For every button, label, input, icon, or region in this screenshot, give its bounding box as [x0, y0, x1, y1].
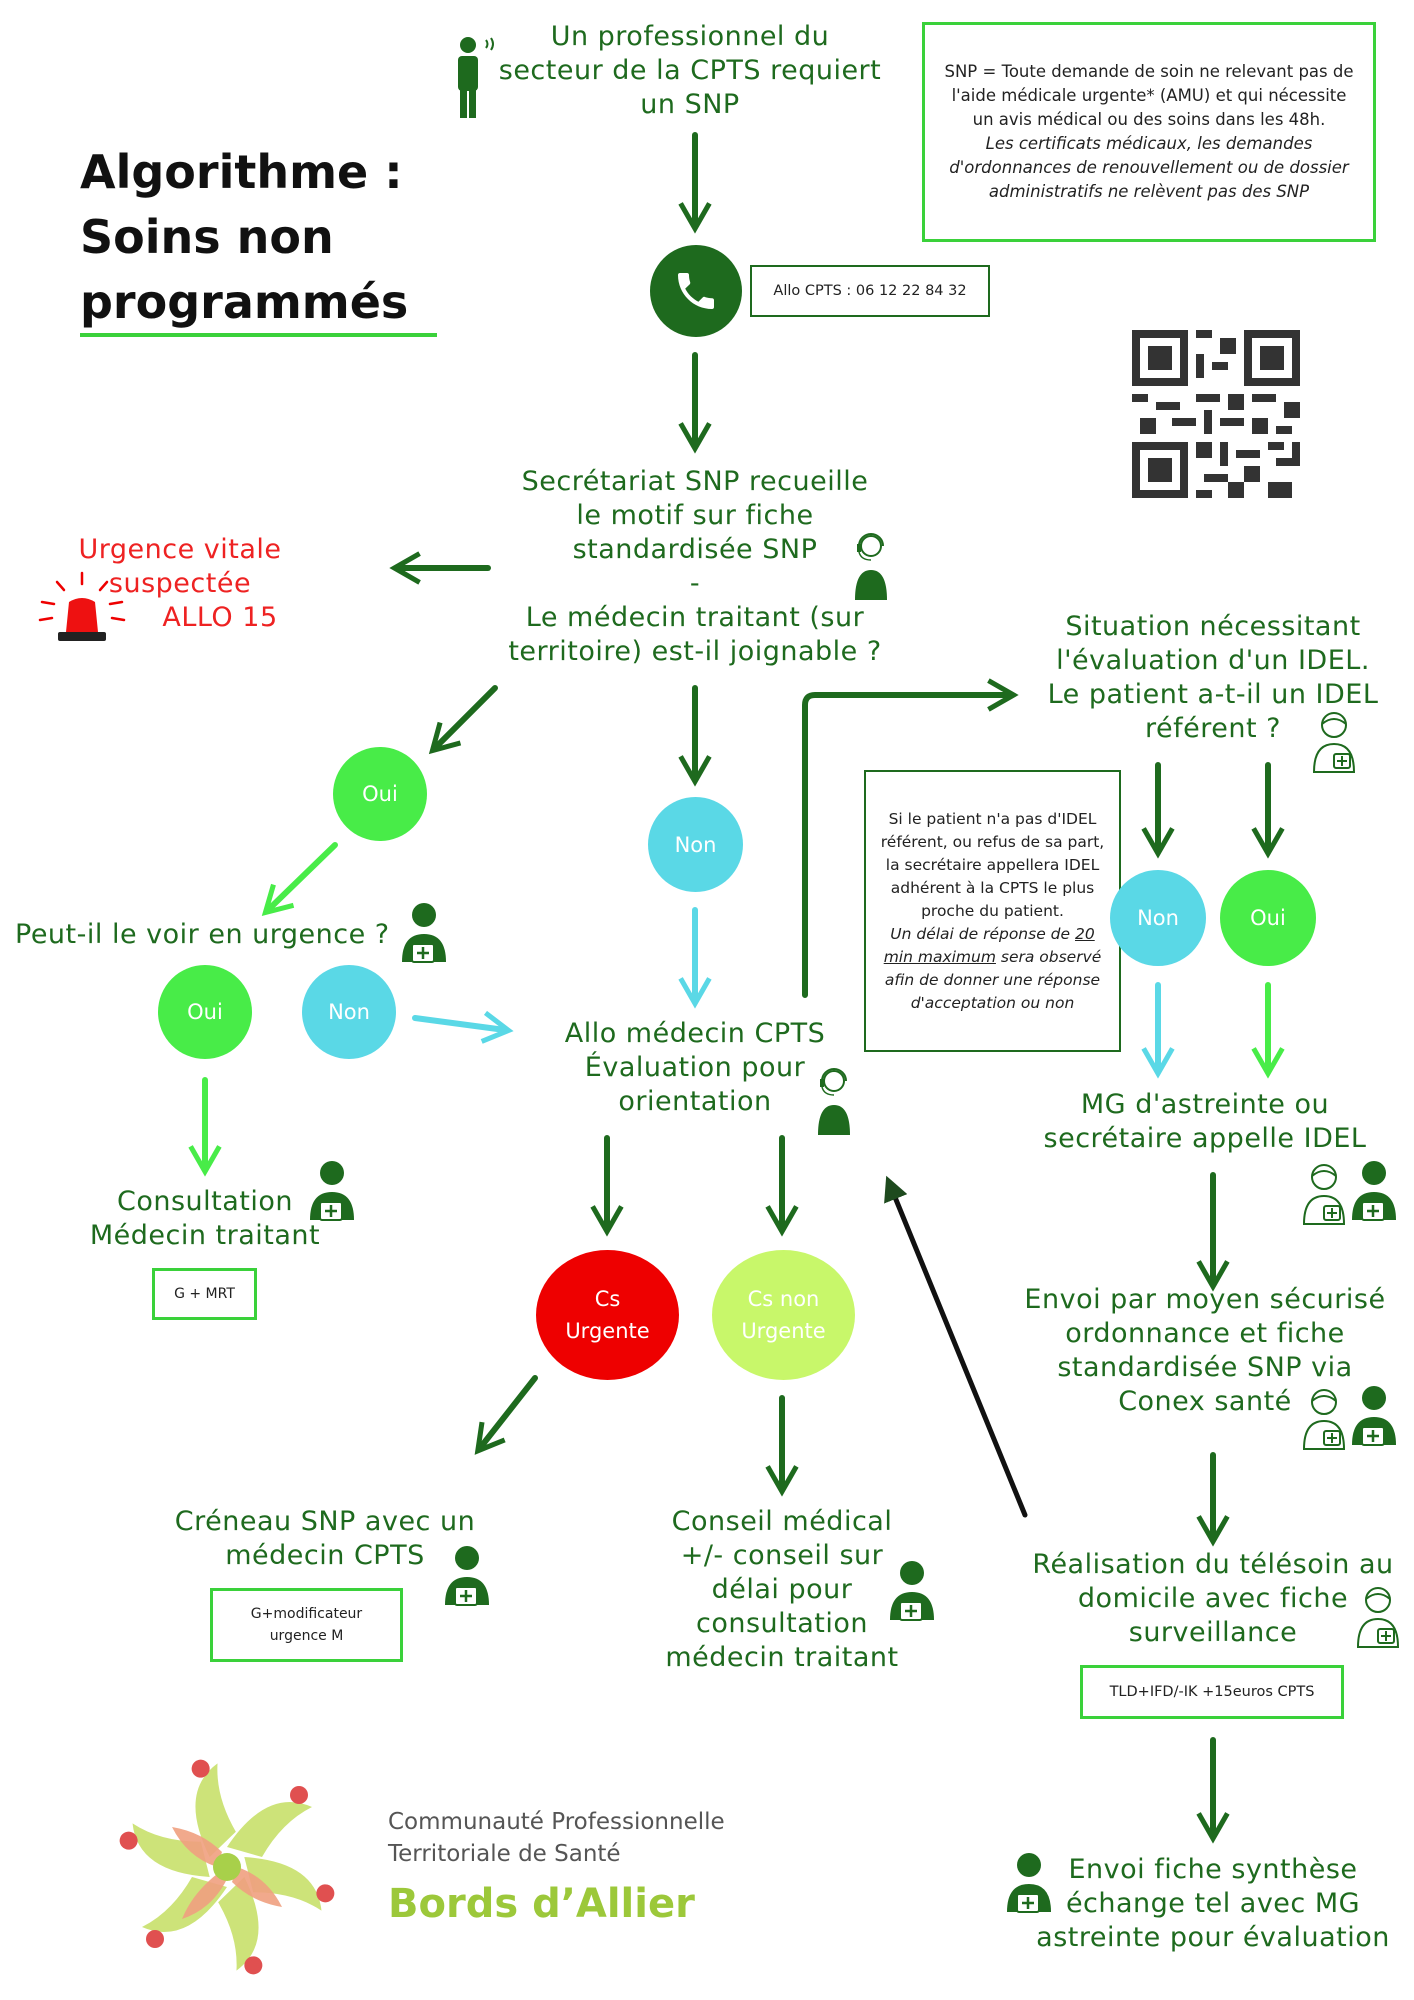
arrow-non2-to-allo	[412, 1010, 514, 1044]
realisation-telesoin: Réalisation du télésoin au domicile avec…	[1032, 1549, 1394, 1648]
creneau-snp: Créneau SNP avec un médecin CPTS	[174, 1506, 476, 1571]
situation-idel: Situation nécessitant l'évaluation d'un …	[1047, 611, 1379, 744]
allo-medecin-cpts: Allo médecin CPTS Évaluation pour orient…	[564, 1018, 826, 1117]
idel-note-italic-a: Un délai de réponse de	[890, 924, 1075, 943]
title-line: programmés	[80, 275, 409, 329]
urgence-line2: ALLO 15	[162, 602, 278, 633]
qr-code-icon[interactable]	[1132, 330, 1300, 498]
conseil-medical: Conseil médical +/- conseil sur délai po…	[665, 1506, 899, 1673]
title-line: Algorithme :	[80, 145, 403, 199]
nurse-icon	[1302, 1164, 1346, 1225]
urgence-line1: Urgence vitale suspectée	[78, 534, 282, 599]
logo-line2: Territoriale de Santé	[388, 1841, 621, 1867]
oui-circle-left-2: Oui	[158, 965, 252, 1059]
code-g-mrt: G + MRT	[152, 1268, 257, 1320]
idel-note-box: Si le patient n'a pas d'IDEL référent, o…	[864, 770, 1121, 1052]
headset-operator-icon	[855, 533, 887, 600]
idel-note-italic-b: sera observé afin de donner une réponse …	[884, 947, 1102, 1012]
doctor-icon	[1007, 1853, 1051, 1913]
idel-note-text: Si le patient n'a pas d'IDEL référent, o…	[880, 809, 1105, 920]
phone-label[interactable]: Allo CPTS : 06 12 22 84 32	[750, 265, 990, 317]
logo-line1: Communauté Professionnelle	[388, 1809, 725, 1835]
phone-icon[interactable]	[650, 245, 742, 337]
arrow-allo-to-situation	[802, 678, 1019, 998]
non-circle-left-2: Non	[302, 965, 396, 1059]
cs-non-urgente-circle: Cs non Urgente	[712, 1250, 855, 1380]
idel-note-italic: Un délai de réponse de 20 min maximum se…	[876, 923, 1109, 1015]
nurse-icon	[1356, 1587, 1400, 1648]
headset-operator-icon	[818, 1068, 850, 1135]
cs-urgente-circle: Cs Urgente	[536, 1250, 679, 1380]
top-step: Un professionnel du secteur de la CPTS r…	[498, 21, 882, 120]
envoi-securise: Envoi par moyen sécurisé ordonnance et f…	[1024, 1284, 1386, 1417]
arrow-realisation-to-allo	[884, 1175, 1028, 1518]
question-voir-urgence: Peut-il le voir en urgence ?	[15, 919, 390, 950]
nurse-icon	[1312, 712, 1356, 773]
definition-box: SNP = Toute demande de soin ne relevant …	[922, 22, 1376, 242]
siren-icon	[38, 571, 126, 641]
arrow-to-oui-left	[428, 685, 498, 755]
logo-line3: Bords d’Allier	[388, 1881, 695, 1927]
code-g-modificateur: G+modificateur urgence M	[210, 1588, 403, 1662]
title-line: Soins non	[80, 210, 334, 264]
oui-circle-right: Oui	[1220, 870, 1316, 966]
consultation-medecin-traitant: Consultation Médecin traitant	[89, 1186, 321, 1251]
mg-astreinte: MG d'astreinte ou secrétaire appelle IDE…	[1043, 1089, 1367, 1154]
nurse-icon	[1302, 1389, 1346, 1450]
doctor-icon	[890, 1561, 934, 1621]
cpts-logo-icon	[115, 1755, 340, 1980]
non-circle-right: Non	[1110, 870, 1206, 966]
standing-person-icon	[458, 37, 494, 118]
secretariat-step: Secrétariat SNP recueille le motif sur f…	[508, 466, 882, 667]
doctor-icon	[1352, 1386, 1396, 1446]
phone-handset-icon	[678, 273, 714, 309]
arrow-to-creneau	[474, 1375, 538, 1455]
urgence-block: Urgence vitale suspectée ALLO 15	[15, 533, 345, 635]
idel-note-italic-u: 20 min maximum	[883, 924, 1095, 966]
code-tld: TLD+IFD/-IK +15euros CPTS	[1080, 1665, 1344, 1719]
logo-text: Communauté Professionnelle Territoriale …	[388, 1806, 725, 1934]
definition-italic: Les certificats médicaux, les demandes d…	[949, 134, 1349, 201]
doctor-icon	[1352, 1161, 1396, 1221]
definition-text: SNP = Toute demande de soin ne relevant …	[944, 62, 1354, 129]
envoi-fiche-synthese: Envoi fiche synthèse échange tel avec MG…	[1036, 1854, 1390, 1953]
doctor-icon	[402, 903, 446, 963]
doctor-icon	[310, 1161, 354, 1221]
doctor-icon	[445, 1546, 489, 1606]
arrow-oui-to-question	[261, 842, 338, 917]
page-title: Algorithme : Soins non programmés	[80, 140, 408, 335]
oui-circle-left: Oui	[333, 747, 427, 841]
non-circle-center: Non	[648, 797, 743, 892]
